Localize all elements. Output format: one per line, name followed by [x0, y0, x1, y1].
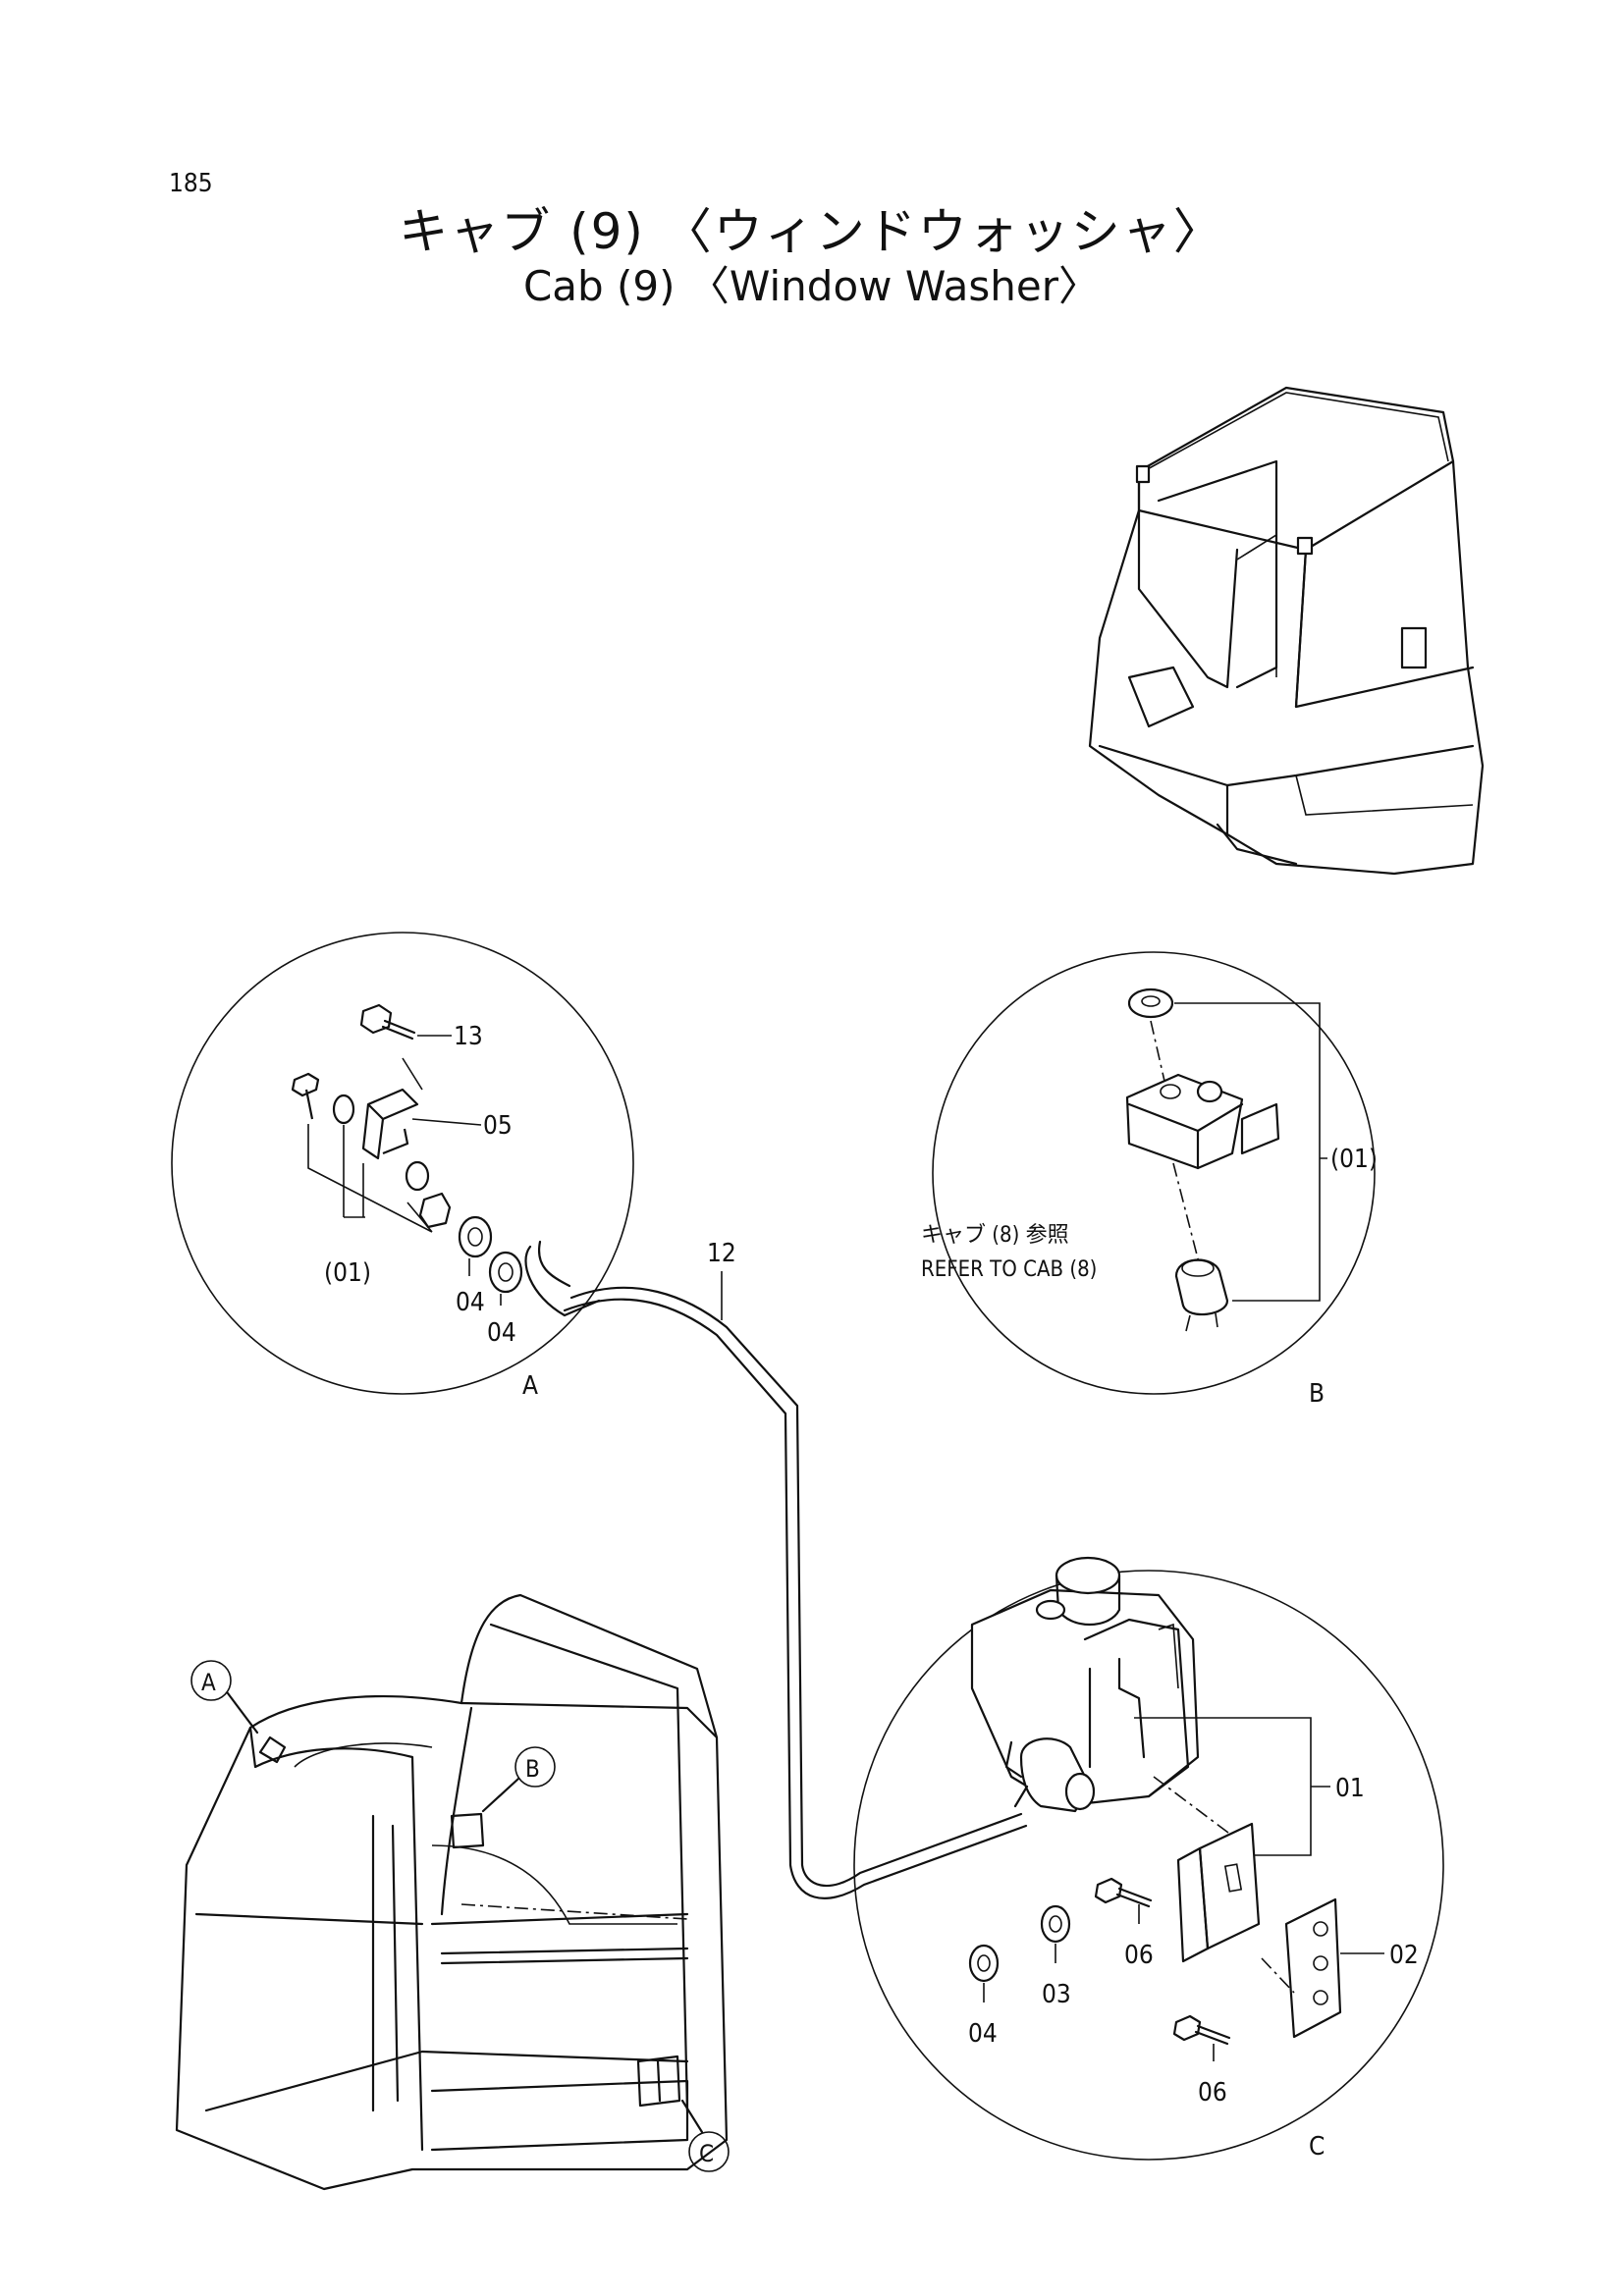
washer-icon — [405, 1160, 430, 1192]
detail-b-letter: B — [1309, 1379, 1325, 1409]
nut-icon — [418, 1192, 452, 1229]
grommet-icon — [458, 1215, 493, 1258]
detail-a-circle — [171, 932, 634, 1395]
main-cab-illustration: A B C — [175, 1593, 730, 2191]
label-12: 12 — [707, 1239, 736, 1268]
grommet-icon — [1040, 1904, 1071, 1944]
switch-box-icon — [1125, 1073, 1244, 1170]
callout-c-letter: C — [699, 2140, 714, 2167]
nozzle-mount-icon — [258, 1735, 287, 1764]
label-a-05: 05 — [483, 1111, 513, 1141]
overview-cab-illustration — [1088, 386, 1485, 876]
hose-12: 12 — [563, 1239, 1028, 1899]
label-c-04: 04 — [968, 2019, 998, 2049]
detail-c-circle — [853, 1570, 1444, 2161]
callout-a-letter: A — [201, 1669, 216, 1696]
label-a-04a: 04 — [456, 1288, 485, 1317]
label-c-03: 03 — [1042, 1980, 1071, 2009]
label-a-04b: 04 — [487, 1318, 516, 1348]
label-a-13: 13 — [454, 1022, 483, 1051]
detail-a: A 13 05 (01) 04 04 — [171, 932, 634, 1401]
detail-b: B (01) キャブ (8) 参照 REFER TO CAB (8) — [921, 951, 1378, 1409]
detail-c: C 01 02 06 06 — [853, 1556, 1444, 2162]
bracket-icon — [361, 1088, 419, 1160]
callout-c — [688, 2131, 730, 2172]
callout-b — [514, 1746, 556, 1788]
label-b-01: (01) — [1330, 1145, 1378, 1174]
label-a-01: (01) — [324, 1258, 371, 1288]
tank-mount-icon — [636, 2055, 681, 2108]
label-c-06b: 06 — [1198, 2078, 1227, 2108]
callout-a — [190, 1660, 232, 1701]
switch-mount-icon — [450, 1812, 485, 1849]
label-c-01: 01 — [1335, 1774, 1365, 1803]
bolt-icon — [359, 1003, 393, 1035]
title-japanese: キャブ (9) 〈ウィンドウォッシャ〉 — [399, 203, 1224, 260]
label-c-02: 02 — [1389, 1941, 1419, 1970]
tank-cap-icon — [1055, 1556, 1121, 1595]
title-english: Cab (9) 〈Window Washer〉 — [522, 262, 1101, 310]
callout-b-letter: B — [525, 1755, 540, 1783]
stud-icon — [291, 1072, 320, 1120]
washer-icon — [332, 1094, 355, 1125]
detail-a-letter: A — [522, 1371, 538, 1401]
connector-icon — [1240, 1102, 1280, 1155]
label-b-ref-en: REFER TO CAB (8) — [921, 1257, 1097, 1282]
screw-icon — [1172, 2014, 1202, 2042]
plate-icon — [1284, 1897, 1342, 2039]
label-c-06a: 06 — [1124, 1941, 1154, 1970]
label-b-ref-jp: キャブ (8) 参照 — [921, 1223, 1069, 1248]
detail-b-circle — [932, 951, 1376, 1395]
grommet-icon — [968, 1944, 1000, 1983]
screw-icon — [1094, 1877, 1123, 1904]
page-number: 185 — [169, 169, 213, 198]
pump-icon — [1174, 1258, 1229, 1316]
cap-icon — [1127, 988, 1174, 1019]
grommet-icon — [488, 1251, 523, 1294]
detail-c-letter: C — [1309, 2132, 1325, 2162]
